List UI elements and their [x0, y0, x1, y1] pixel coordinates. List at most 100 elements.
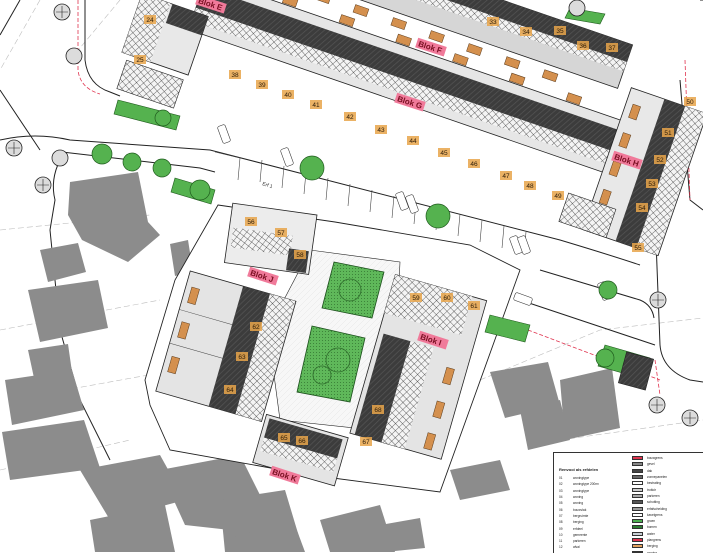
- lot-badge-57: 57: [275, 228, 287, 237]
- legend-row: 09 erfdeel: [559, 525, 629, 531]
- lot-number: 46: [470, 161, 478, 168]
- legend-row: berging: [632, 543, 702, 549]
- legend-key: 09: [559, 526, 563, 531]
- lot-badge-63: 63: [236, 352, 248, 361]
- legend-text: erfafscheiding: [647, 506, 667, 511]
- legend-row: zonnepanelen: [632, 474, 702, 480]
- legend-text: bouwvlak: [573, 507, 587, 512]
- lot-badge-50: 50: [684, 97, 696, 106]
- lot-badge-42: 42: [344, 112, 356, 121]
- lot-badge-35: 35: [554, 26, 566, 35]
- legend-swatch: [632, 538, 643, 542]
- lot-badge-36: 36: [577, 41, 589, 50]
- lot-number: 24: [146, 17, 154, 24]
- legend-swatch: [632, 487, 643, 492]
- legend-text: gemeente: [573, 532, 588, 537]
- legend-swatch: [632, 531, 643, 536]
- legend-text: woning: [573, 495, 584, 500]
- legend-row: water: [632, 531, 702, 537]
- lot-badge-33: 33: [487, 17, 499, 26]
- lot-badge-68: 68: [372, 405, 384, 414]
- lot-number: 68: [374, 407, 382, 414]
- legend-swatch: [632, 468, 643, 473]
- lot-badge-58: 58: [294, 250, 306, 259]
- legend-row: bestrating: [632, 480, 702, 486]
- legend-text: woningtype 200m²: [573, 482, 600, 487]
- lot-badge-62: 62: [250, 322, 262, 331]
- lot-number: 64: [226, 387, 234, 394]
- legend-text: schutting: [647, 500, 660, 505]
- lot-badge-40: 40: [282, 90, 294, 99]
- lot-number: 40: [284, 92, 292, 99]
- legend-swatch: [632, 519, 643, 524]
- legend-key: 03: [559, 488, 563, 493]
- legend-key: 06: [559, 507, 563, 512]
- legend-text: berging: [647, 544, 658, 549]
- legend-text: trottoir: [647, 487, 657, 492]
- lot-badge-64: 64: [224, 385, 236, 394]
- legend-title: Renvooi als erfdelen: [559, 467, 599, 472]
- legend-text: parkeren: [573, 539, 586, 544]
- lot-badge-47: 47: [500, 171, 512, 180]
- lot-number: 44: [409, 138, 417, 145]
- legend-text: parkeren: [647, 493, 660, 498]
- lot-number: 66: [298, 438, 306, 445]
- legend-row: bouwgrens: [632, 455, 702, 461]
- legend-text: groen: [647, 519, 656, 524]
- lot-number: 65: [280, 435, 288, 442]
- lot-badge-51: 51: [662, 128, 674, 137]
- lot-badge-34: 34: [520, 27, 532, 36]
- legend-row: dak: [632, 468, 702, 474]
- legend-text: bomen: [647, 525, 657, 530]
- lot-number: 49: [554, 193, 562, 200]
- lot-number: 43: [377, 127, 385, 134]
- lot-number: 67: [362, 439, 370, 446]
- legend-row: gevel: [632, 461, 702, 467]
- lot-number: 42: [346, 114, 354, 121]
- legend-text: dak: [647, 468, 653, 473]
- lot-badge-46: 46: [468, 159, 480, 168]
- lot-badge-61: 61: [468, 301, 480, 310]
- legend-key: 05: [559, 501, 563, 506]
- legend-text: berging: [573, 520, 584, 525]
- lot-badge-43: 43: [375, 125, 387, 134]
- lot-badge-59: 59: [410, 293, 422, 302]
- legend-row: 12 afval: [559, 544, 629, 550]
- lot-badge-25: 25: [134, 55, 146, 64]
- legend-key: 04: [559, 495, 563, 500]
- lot-number: 37: [608, 45, 616, 52]
- lot-badge-49: 49: [552, 191, 564, 200]
- lot-number: 51: [664, 130, 672, 137]
- legend-text: water: [647, 531, 655, 536]
- legend-text: afval: [573, 545, 580, 550]
- lot-badge-60: 60: [441, 293, 453, 302]
- lot-number: 34: [522, 29, 530, 36]
- lot-number: 60: [443, 295, 451, 302]
- lot-badge-45: 45: [438, 148, 450, 157]
- legend-swatch: [632, 506, 643, 511]
- lot-badge-41: 41: [310, 100, 322, 109]
- legend-text: erfdeel: [573, 526, 583, 531]
- lot-number: 25: [136, 57, 144, 64]
- legend-key: 12: [559, 545, 563, 550]
- legend-text: woningtype: [573, 488, 590, 493]
- street-label: Erf 1: [261, 181, 273, 190]
- lot-badge-24: 24: [144, 15, 156, 24]
- lot-number: 55: [634, 245, 642, 252]
- legend-row: kavelgrens: [632, 512, 702, 518]
- lot-badge-65: 65: [278, 433, 290, 442]
- legend-key: 07: [559, 513, 563, 518]
- legend-text: woningtype: [573, 476, 590, 481]
- lot-number: 57: [277, 230, 285, 237]
- legend-swatch: [632, 500, 643, 505]
- lot-number: 59: [412, 295, 420, 302]
- legend-key: 10: [559, 532, 563, 537]
- lot-badge-48: 48: [524, 181, 536, 190]
- legend-row: woning: [632, 549, 702, 553]
